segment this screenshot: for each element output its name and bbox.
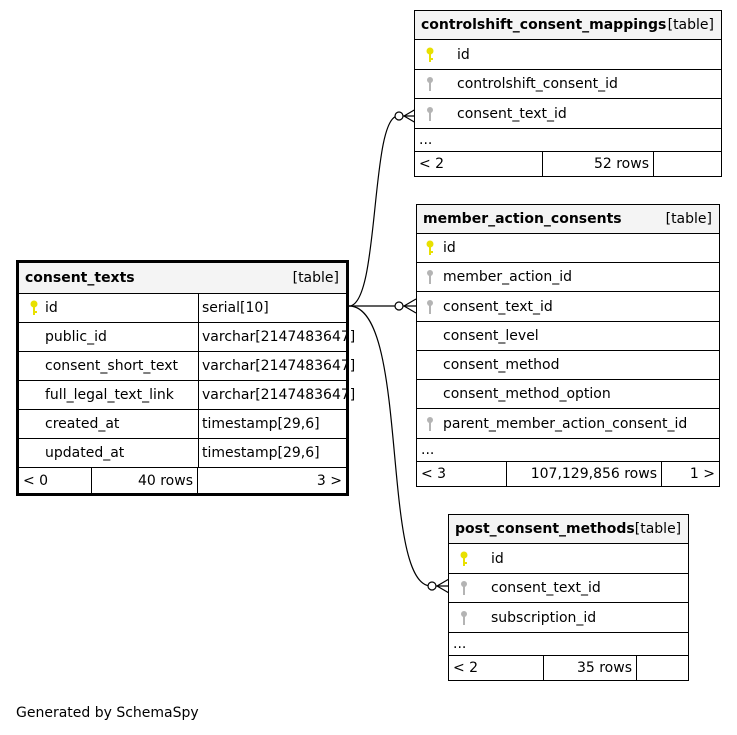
column-row[interactable]: id [449, 544, 688, 574]
table-name: consent_texts [25, 270, 135, 286]
column-type: timestamp[29,6] [198, 410, 346, 438]
foreign-key-icon [427, 106, 433, 121]
column-row[interactable]: public_id varchar[2147483647] [19, 323, 355, 352]
foreign-key-icon [427, 416, 433, 431]
row-count: 107,129,856 rows [507, 462, 662, 486]
column-name: id [491, 550, 504, 567]
generated-by-label: Generated by SchemaSpy [16, 705, 199, 721]
column-row[interactable]: id [417, 234, 719, 263]
column-type: varchar[2147483647] [198, 381, 355, 409]
table-kind: [table] [634, 521, 682, 537]
edge-crowfoot-member-action [403, 298, 417, 314]
column-row[interactable]: consent_text_id [417, 292, 719, 322]
edge-optional-marker-post-consent [427, 581, 437, 591]
edge-optional-marker-member-action [394, 301, 404, 311]
parents-count[interactable]: < 3 [417, 462, 507, 486]
column-name: consent_method [443, 357, 560, 373]
edge-crowfoot-post-consent [436, 578, 450, 594]
parents-count[interactable]: < 2 [449, 656, 544, 680]
row-count: 52 rows [543, 152, 654, 176]
column-row[interactable]: consent_method [417, 351, 719, 380]
foreign-key-icon [427, 77, 433, 91]
table-member-action-consents[interactable]: member_action_consents [table] id member… [416, 204, 720, 487]
table-kind: [table] [665, 211, 712, 227]
column-name: full_legal_text_link [45, 387, 174, 403]
edge-consent-texts-to-post-consent [348, 305, 449, 587]
column-row[interactable]: created_at timestamp[29,6] [19, 410, 346, 439]
column-row[interactable]: consent_method_option [417, 380, 719, 409]
primary-key-icon [460, 551, 468, 566]
column-name: consent_text_id [457, 105, 567, 122]
column-name: consent_method_option [443, 386, 611, 402]
table-footer: < 2 52 rows [415, 152, 721, 176]
edge-optional-marker-controlshift [394, 111, 404, 121]
children-count[interactable]: 3 > [316, 472, 342, 489]
column-name: id [457, 46, 470, 63]
more-columns-ellipsis: ... [417, 439, 719, 462]
table-consent-texts[interactable]: consent_texts [table] id serial[10] publ… [16, 260, 355, 496]
primary-key-icon [426, 240, 434, 255]
row-count: 35 rows [544, 656, 637, 680]
column-name: controlshift_consent_id [457, 76, 618, 92]
table-name: member_action_consents [423, 211, 622, 227]
column-row[interactable]: parent_member_action_consent_id [417, 409, 719, 439]
table-post-consent-methods[interactable]: post_consent_methods [table] id consent_… [448, 514, 689, 681]
more-columns-ellipsis: ... [449, 633, 688, 656]
table-kind: [table] [292, 270, 339, 286]
column-row[interactable]: consent_text_id [449, 574, 688, 603]
column-row[interactable]: consent_text_id [415, 99, 721, 129]
column-row[interactable]: member_action_id [417, 263, 719, 292]
row-count: 40 rows [92, 468, 198, 493]
column-name: consent_text_id [443, 298, 553, 315]
foreign-key-icon [427, 299, 433, 314]
column-name: updated_at [45, 445, 125, 461]
column-type: varchar[2147483647] [198, 352, 355, 380]
column-type: serial[10] [198, 294, 346, 322]
column-row[interactable]: subscription_id [449, 603, 688, 633]
column-name: consent_text_id [491, 580, 601, 596]
table-name: controlshift_consent_mappings [421, 17, 667, 33]
table-header: controlshift_consent_mappings [table] [415, 11, 721, 40]
column-name: parent_member_action_consent_id [443, 415, 688, 432]
table-footer: < 2 35 rows [449, 656, 688, 680]
more-columns-ellipsis: ... [415, 129, 721, 152]
column-row[interactable]: full_legal_text_link varchar[2147483647] [19, 381, 355, 410]
primary-key-icon [426, 47, 434, 62]
children-count[interactable] [637, 656, 688, 680]
table-name: post_consent_methods [455, 521, 635, 537]
table-footer: < 3 107,129,856 rows 1 > [417, 462, 719, 486]
parents-count[interactable]: < 0 [19, 468, 92, 493]
children-count[interactable]: 1 > [689, 466, 715, 482]
column-row[interactable]: consent_level [417, 322, 719, 351]
table-header: member_action_consents [table] [417, 205, 719, 234]
column-type: varchar[2147483647] [198, 323, 355, 351]
foreign-key-icon [427, 270, 433, 284]
children-count[interactable] [654, 152, 721, 176]
column-name: member_action_id [443, 269, 573, 285]
column-name: created_at [45, 416, 120, 432]
column-name: id [443, 240, 456, 256]
foreign-key-icon [461, 581, 467, 595]
column-name: public_id [45, 329, 107, 345]
primary-key-icon [30, 300, 38, 315]
edge-consent-texts-to-controlshift [348, 115, 416, 307]
table-header: consent_texts [table] [19, 263, 346, 294]
column-name: id [45, 300, 58, 316]
parents-count[interactable]: < 2 [415, 152, 543, 176]
column-name: consent_level [443, 328, 539, 344]
column-row[interactable]: updated_at timestamp[29,6] [19, 439, 346, 468]
column-name: consent_short_text [45, 358, 179, 374]
table-header: post_consent_methods [table] [449, 515, 688, 544]
table-kind: [table] [667, 17, 714, 33]
column-row[interactable]: consent_short_text varchar[2147483647] [19, 352, 355, 381]
column-type: timestamp[29,6] [198, 439, 346, 467]
column-row[interactable]: id [415, 40, 721, 70]
table-footer: < 0 40 rows 3 > [19, 468, 346, 493]
column-name: subscription_id [491, 609, 597, 626]
column-row[interactable]: id serial[10] [19, 294, 346, 323]
foreign-key-icon [461, 610, 467, 625]
table-controlshift-consent-mappings[interactable]: controlshift_consent_mappings [table] id… [414, 10, 722, 177]
column-row[interactable]: controlshift_consent_id [415, 70, 721, 99]
